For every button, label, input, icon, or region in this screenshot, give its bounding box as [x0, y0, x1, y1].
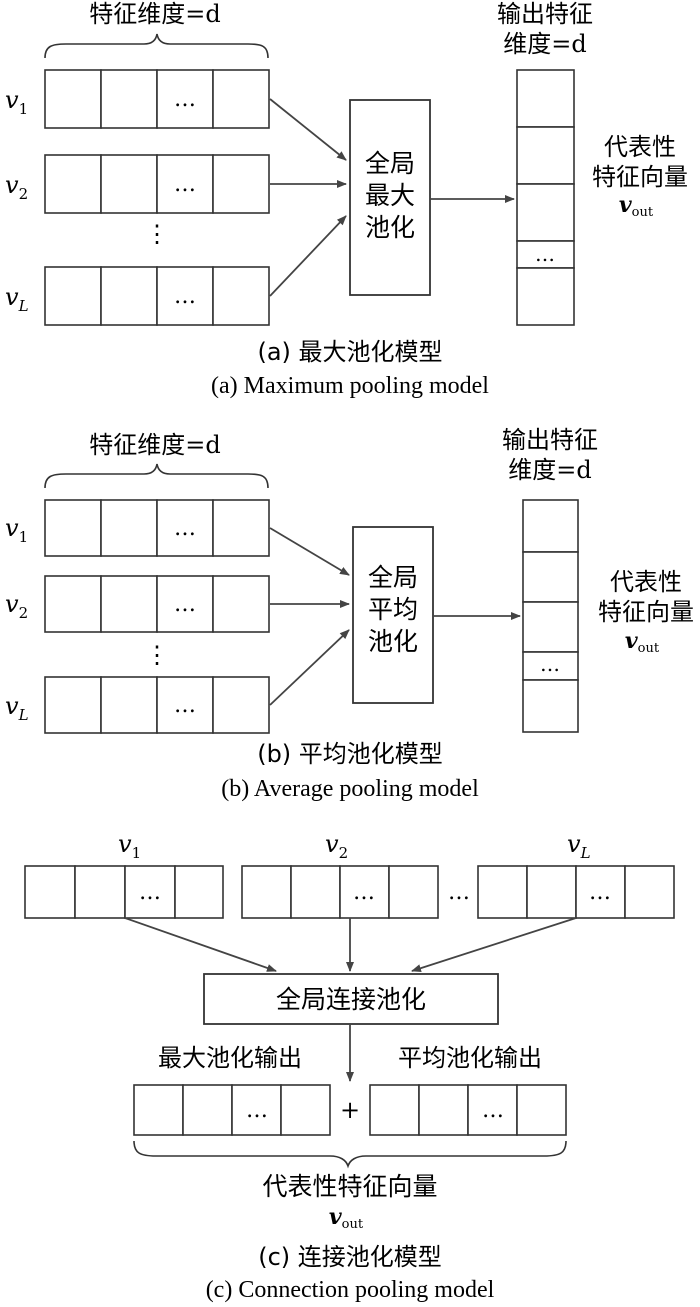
pool-box-line-2: 最大 [365, 181, 415, 210]
dimension-brace [44, 463, 269, 489]
cell-ellipsis: … [174, 592, 196, 617]
dimension-brace [44, 33, 269, 59]
arrow-v1-to-pool [269, 527, 350, 576]
vertical-ellipsis: ⋮ [145, 641, 169, 669]
pool-box-line-1: 全局 [365, 149, 415, 178]
pool-box-label: 全局连接池化 [276, 985, 426, 1014]
global-connection-pooling-box [203, 973, 499, 1025]
caption-a-cn: (a) 最大池化模型 [257, 338, 442, 366]
cell-ellipsis: … [482, 1098, 504, 1123]
cell-ellipsis: … [174, 87, 196, 112]
rep-label-line-1: 代表性 [604, 133, 676, 161]
max-pool-output-label: 最大池化输出 [158, 1044, 302, 1072]
rep-symbol-vout: vout [625, 628, 660, 656]
pool-box-line-2: 平均 [368, 595, 418, 624]
input-vector-vL: … [44, 266, 270, 326]
output-dimension-label-2: 维度=d [503, 30, 586, 58]
arrow-vL-to-pool [411, 917, 577, 973]
global-average-pooling-box [352, 526, 434, 704]
pool-box-line-1: 全局 [368, 563, 418, 592]
input-vector-vL: … [477, 865, 675, 919]
caption-a-en: (a) Maximum pooling model [211, 373, 489, 399]
max-pool-output-vector: … [133, 1084, 331, 1136]
caption-c-cn: (c) 连接池化模型 [258, 1243, 442, 1271]
rep-label-line-2: 特征向量 [598, 598, 694, 626]
between-vector-ellipsis: … [448, 880, 470, 905]
row-label-vL: vL [5, 692, 29, 724]
panel-a: 特征维度=d … … ⋮ … v1 v2 vL 全局 最大 [5, 0, 688, 399]
input-vector-v1: … [44, 69, 270, 129]
row-label-v1: v1 [5, 514, 28, 546]
feature-dimension-label: 特征维度=d [89, 431, 220, 459]
row-label-v1: v1 [5, 86, 28, 118]
avg-pool-output-vector: … [369, 1084, 567, 1136]
cell-ellipsis: … [589, 880, 611, 905]
caption-b-en: (b) Average pooling model [221, 776, 479, 802]
cell-ellipsis: … [139, 880, 161, 905]
pool-box-line-3: 池化 [368, 627, 418, 656]
input-vector-v1: … [44, 499, 270, 557]
cell-ellipsis: … [353, 880, 375, 905]
cell-ellipsis: … [174, 693, 196, 718]
rep-symbol-vout: vout [619, 192, 654, 220]
cell-ellipsis: … [174, 172, 196, 197]
rep-label-line-2: 特征向量 [592, 163, 688, 191]
arrow-vL-to-pool [269, 629, 350, 706]
rep-label-line-1: 代表性 [610, 568, 682, 596]
avg-pool-output-label: 平均池化输出 [398, 1044, 542, 1072]
panel-c: v1 v2 vL … … … … 全局连接池化 最大池化输出 平均池化输 [24, 830, 675, 1303]
arrow-v1-to-pool [269, 98, 347, 161]
output-dimension-label-1: 输出特征 [502, 426, 598, 454]
output-vector: … [516, 69, 575, 326]
vector-label-v2: v2 [325, 830, 348, 862]
input-vector-vL: … [44, 676, 270, 734]
input-vector-v1: … [24, 865, 224, 919]
row-label-v2: v2 [5, 590, 28, 622]
cell-ellipsis: … [535, 242, 555, 266]
global-max-pooling-box [349, 99, 431, 296]
feature-dimension-text: 特征维度=d [89, 0, 220, 28]
cell-ellipsis: … [540, 652, 560, 676]
concat-plus: + [340, 1096, 360, 1124]
cell-ellipsis: … [174, 516, 196, 541]
vector-label-vL: vL [567, 830, 591, 862]
arrow-v1-to-pool [124, 917, 277, 972]
vertical-ellipsis: ⋮ [145, 220, 169, 248]
rep-label: 代表性特征向量 [262, 1172, 437, 1201]
output-dimension-label-1: 输出特征 [497, 0, 593, 28]
feature-dimension-label: 特征维度=d [89, 0, 220, 28]
arrow-vL-to-pool [269, 215, 347, 297]
row-label-v2: v2 [5, 171, 28, 203]
pool-box-line-3: 池化 [365, 213, 415, 242]
caption-b-cn: (b) 平均池化模型 [257, 740, 443, 768]
cell-ellipsis: … [246, 1098, 268, 1123]
panel-b: 特征维度=d … … ⋮ … v1 v2 vL 全局 平均 池化 输出特征 [5, 426, 694, 802]
output-brace [133, 1140, 567, 1169]
output-dimension-label-2: 维度=d [508, 456, 591, 484]
caption-c-en: (c) Connection pooling model [206, 1277, 495, 1303]
input-vector-v2: … [44, 154, 270, 214]
cell-ellipsis: … [174, 284, 196, 309]
row-label-vL: vL [5, 283, 29, 315]
input-vector-v2: … [44, 575, 270, 633]
output-vector: … [522, 499, 579, 733]
input-vector-v2: … [241, 865, 439, 919]
rep-symbol-vout: vout [329, 1204, 364, 1232]
vector-label-v1: v1 [118, 830, 141, 862]
